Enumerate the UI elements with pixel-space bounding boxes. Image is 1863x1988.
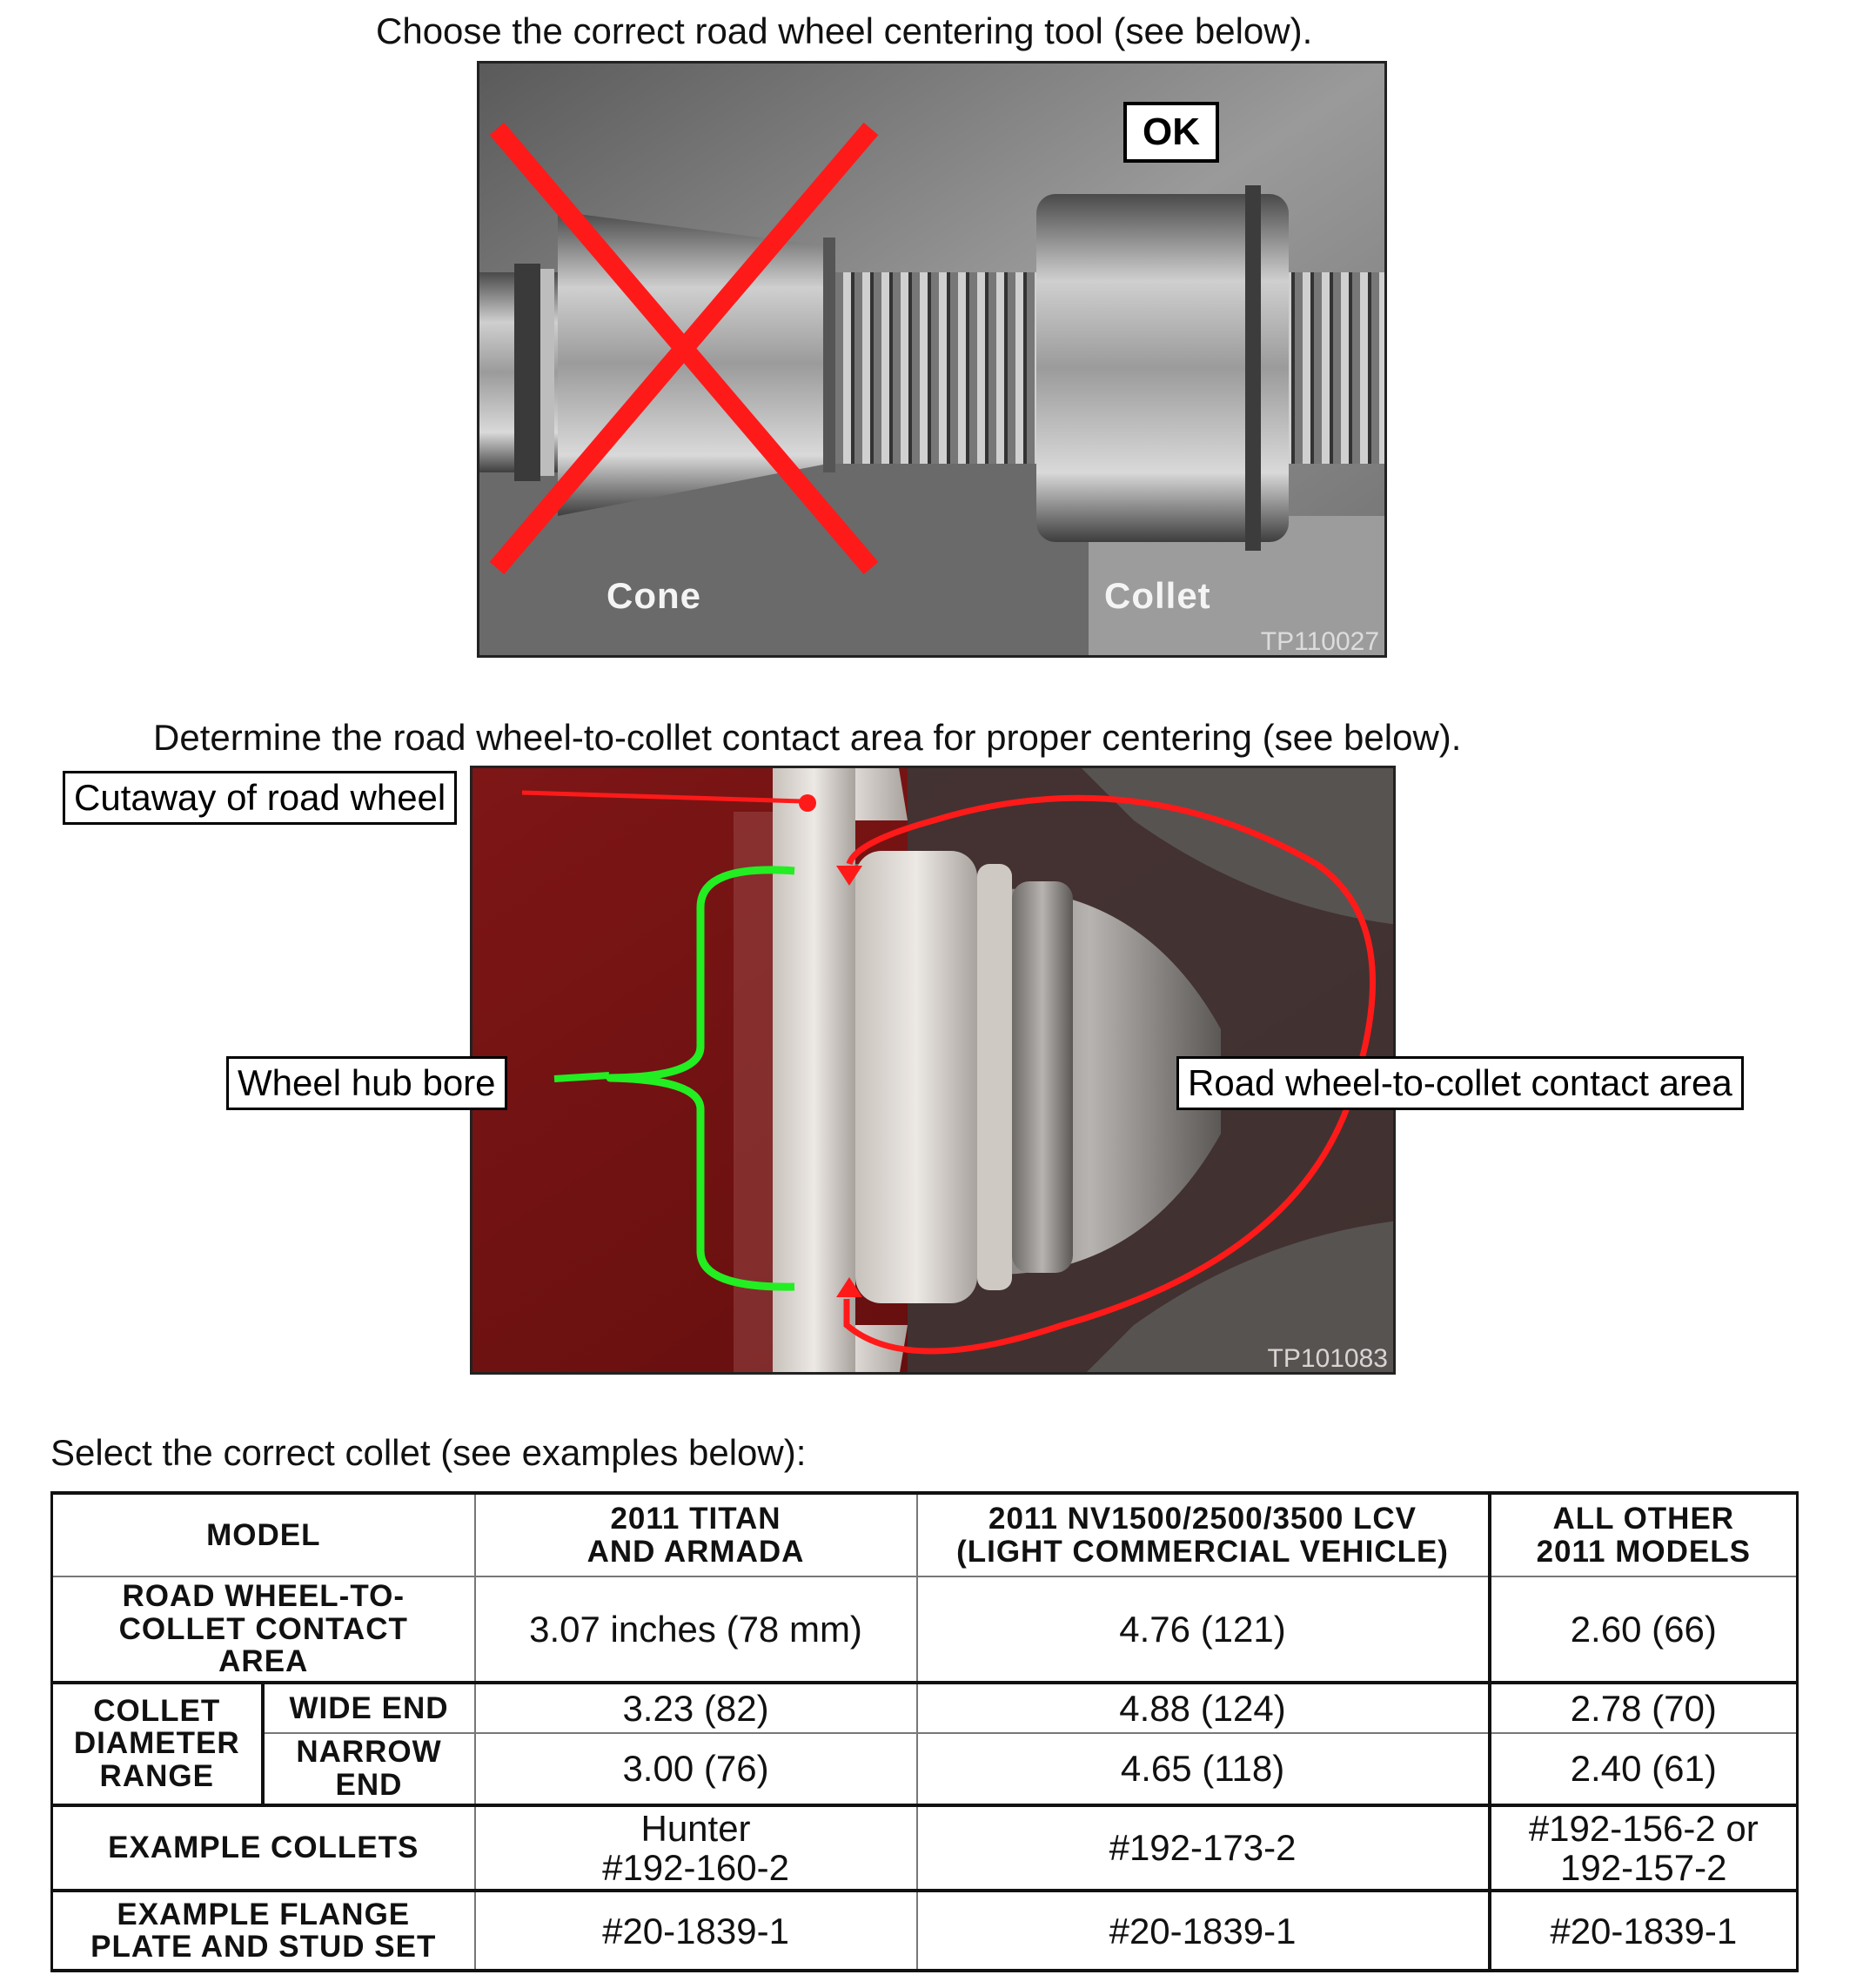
photo-code-2: TP101083	[1267, 1344, 1388, 1373]
cell-wide-nv: 4.88 (124)	[915, 1681, 1491, 1734]
cell-wide-titan: 3.23 (82)	[473, 1681, 918, 1734]
ok-label: OK	[1123, 102, 1219, 163]
table-row-example-collets: EXAMPLE COLLETS Hunter#192-160-2 #192-17…	[50, 1803, 1799, 1892]
cell-contact-nv: 4.76 (121)	[915, 1576, 1491, 1683]
cell-flange-other: #20-1839-1	[1487, 1889, 1799, 1973]
row-label-example-collets: EXAMPLE COLLETS	[50, 1803, 476, 1892]
cell-narrow-nv: 4.65 (118)	[915, 1732, 1491, 1806]
cell-narrow-other: 2.40 (61)	[1487, 1732, 1799, 1806]
cone-label: Cone	[606, 575, 701, 616]
cell-flange-nv: #20-1839-1	[915, 1889, 1491, 1973]
cell-contact-other: 2.60 (66)	[1487, 1576, 1799, 1683]
cell-contact-titan: 3.07 inches (78 mm)	[473, 1576, 918, 1683]
centering-tool-illustration	[479, 64, 1384, 655]
collet-label: Collet	[1104, 575, 1211, 616]
row-label-wide-end: WIDE END	[261, 1681, 476, 1734]
tool-choice-caption: Choose the correct road wheel centering …	[376, 10, 1313, 51]
header-nv-lcv: 2011 NV1500/2500/3500 LCV(LIGHT COMMERCI…	[915, 1491, 1491, 1577]
cell-collet-titan: Hunter#192-160-2	[473, 1803, 918, 1892]
contact-area-callout: Road wheel-to-collet contact area	[1176, 1056, 1744, 1110]
cutaway-callout: Cutaway of road wheel	[63, 771, 458, 825]
collet-select-caption: Select the correct collet (see examples …	[50, 1432, 807, 1473]
cell-wide-other: 2.78 (70)	[1487, 1681, 1799, 1734]
cell-flange-titan: #20-1839-1	[473, 1889, 918, 1973]
centering-tool-photo: OK Cone Collet TP110027	[477, 61, 1387, 658]
header-model: MODEL	[50, 1491, 476, 1577]
cell-narrow-titan: 3.00 (76)	[473, 1732, 918, 1806]
contact-area-caption: Determine the road wheel-to-collet conta…	[153, 717, 1462, 758]
photo-code-1: TP110027	[1260, 627, 1379, 656]
cell-collet-nv: #192-173-2	[915, 1803, 1491, 1892]
hub-bore-callout: Wheel hub bore	[226, 1056, 507, 1110]
